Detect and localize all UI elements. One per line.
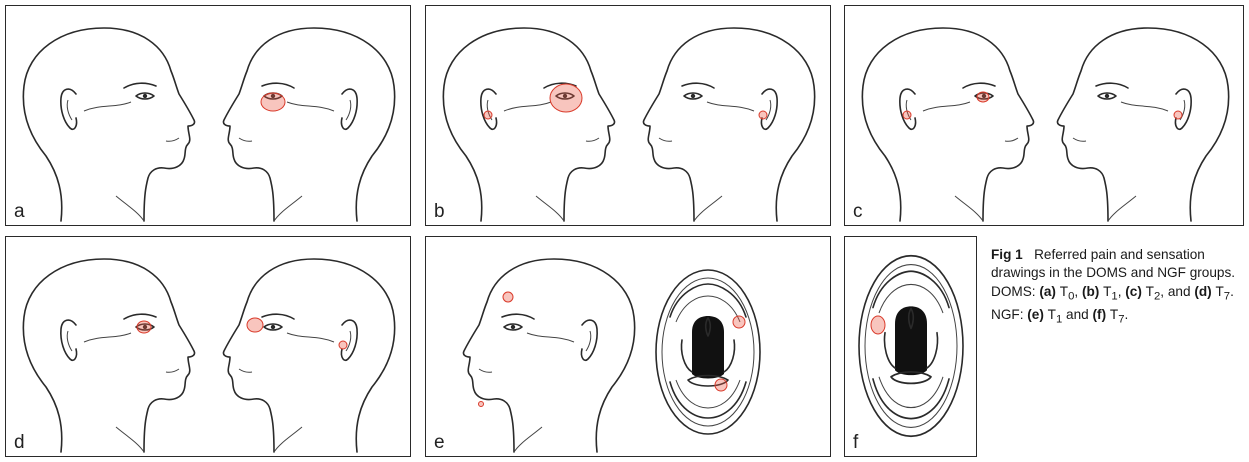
caption-item-label: (b) [1082,284,1099,299]
head-drawings-c [845,6,1244,226]
caption-item-sep: , [1074,284,1082,299]
mouth-drawing-f [845,237,977,457]
pain-marker [137,321,151,333]
caption-item-sep: . [1125,307,1129,322]
caption-item-label: (a) [1039,284,1056,299]
caption-item-value: T [1146,284,1154,299]
caption-item-value: T [1110,307,1118,322]
pain-marker [247,318,263,332]
pain-marker [261,93,285,111]
panel-b: b [425,5,831,226]
panel-d: d [5,236,411,457]
pain-marker [503,292,513,302]
figure-label: Fig 1 [991,247,1023,262]
caption-item-value: T [1060,284,1068,299]
caption-item-label: (c) [1125,284,1142,299]
caption-item-sep: and [1062,307,1092,322]
panel-label: f [853,432,858,454]
pain-marker [479,402,484,407]
head-drawings-b [426,6,831,226]
panel-a: a [5,5,411,226]
pain-marker [977,92,989,102]
panel-c: c [844,5,1244,226]
caption-item-label: (d) [1194,284,1211,299]
panel-label: e [434,432,445,454]
caption-item-label: (f) [1093,307,1107,322]
pain-marker [1174,111,1182,119]
pain-marker [339,341,347,349]
head-and-mouth-drawing-e [426,237,831,457]
panel-label: a [14,201,25,223]
head-drawings-a [6,6,411,226]
panel-f: f [844,236,977,457]
caption-item-value: T [1215,284,1223,299]
pain-marker [871,316,885,334]
panel-label: c [853,201,863,223]
panel-label: b [434,201,445,223]
caption-item-label: (e) [1027,307,1044,322]
pain-marker [484,111,492,119]
figure-caption: Fig 1 Referred pain and sensation drawin… [991,246,1247,329]
panel-e: e [425,236,831,457]
head-drawings-d [6,237,411,457]
pain-marker [903,111,911,119]
caption-item-sep: , and [1160,284,1194,299]
pain-marker [715,379,727,391]
caption-item-value: T [1048,307,1056,322]
pain-marker [733,316,745,328]
pain-marker [550,84,582,112]
pain-marker [759,111,767,119]
panel-label: d [14,432,25,454]
